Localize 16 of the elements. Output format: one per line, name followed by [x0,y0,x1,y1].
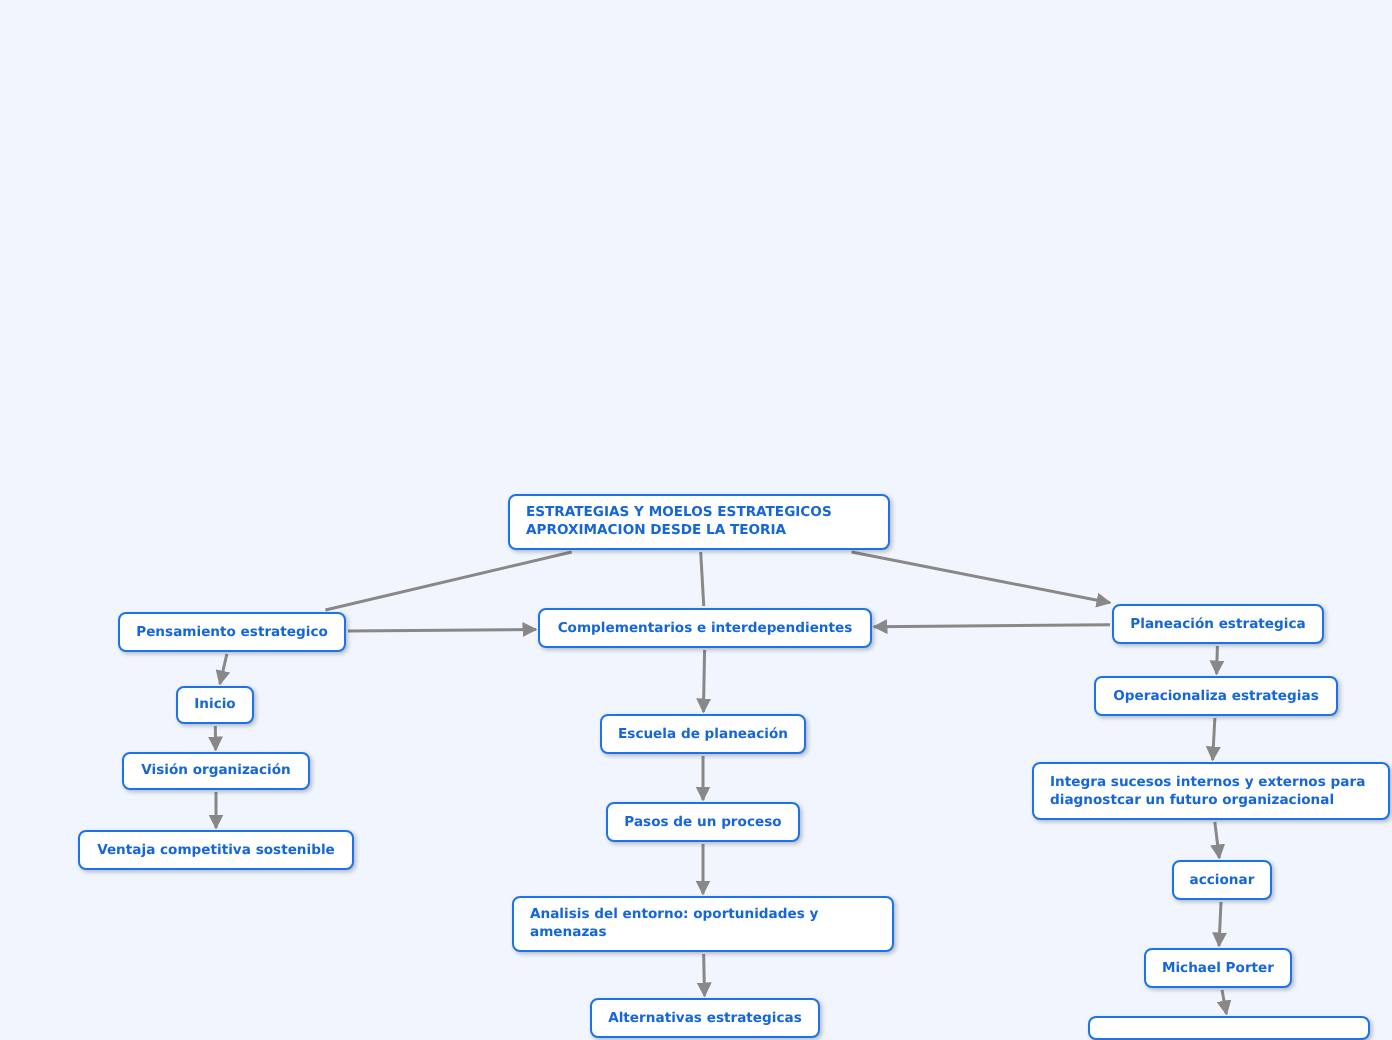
arrow [872,619,1110,635]
arrow [1216,989,1232,1016]
arrow [1212,901,1228,948]
arrow [1205,717,1221,762]
arrow [1209,645,1225,676]
arrow [695,844,711,896]
arrow [695,756,711,802]
arrow [348,622,538,638]
arrow [208,792,224,830]
empty-topic-box [1088,1016,1370,1040]
arrow [696,953,712,998]
arrow [696,649,712,714]
arrow [208,725,223,752]
arrow [215,653,231,686]
arrow [1210,821,1226,860]
arrow [851,550,1112,608]
